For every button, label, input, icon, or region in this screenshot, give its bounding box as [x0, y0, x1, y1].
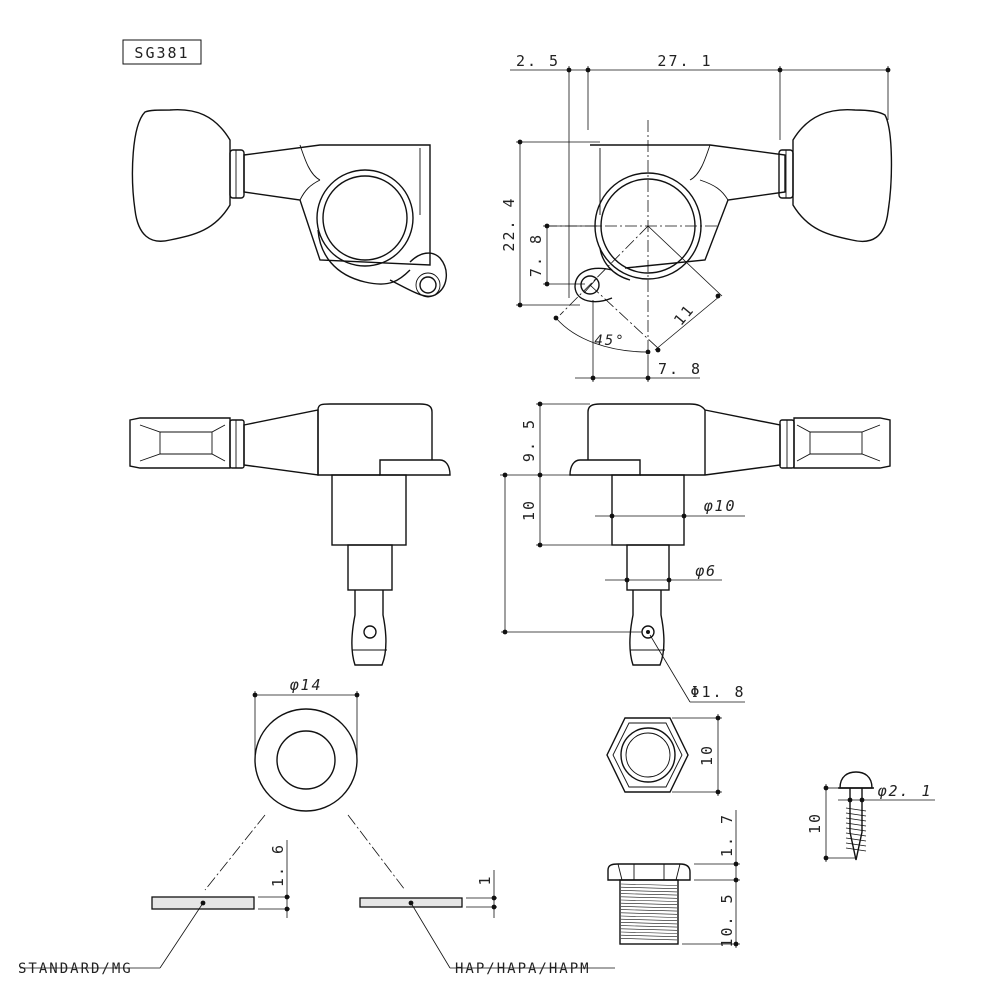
dim-1-7: 1. 7 — [718, 813, 736, 857]
side-view-right: 9. 5 10 φ10 φ6 Φ1. 8 — [500, 401, 891, 703]
dim-10-5: 10. 5 — [718, 892, 736, 947]
label-standard-mg: STANDARD/MG — [18, 961, 133, 977]
dim-phi10: φ10 — [703, 497, 736, 515]
dim-7-8-horizontal: 7. 8 — [658, 360, 702, 378]
screw-threads — [845, 807, 867, 852]
dim-11: 11 — [670, 301, 698, 329]
dim-Phi1-8: Φ1. 8 — [690, 683, 745, 701]
dim-10-post: 10 — [520, 499, 538, 521]
model-title: SG381 — [134, 44, 189, 62]
label-hap: HAP/HAPA/HAPM — [455, 961, 591, 977]
washer-view: φ14 STANDARD/MG 1. 6 HAP/HAPA/HAPM 1 — [18, 676, 615, 977]
dim-7-8-vertical: 7. 8 — [527, 233, 545, 277]
dim-1: 1 — [476, 874, 494, 885]
screw-view: 10 φ2. 1 — [806, 771, 935, 862]
nut-view: 10 1. 7 10. 5 — [606, 714, 740, 948]
dim-phi6: φ6 — [695, 562, 717, 580]
dim-9-5: 9. 5 — [520, 418, 538, 462]
dim-22-4: 22. 4 — [500, 196, 518, 251]
title-block: SG381 — [122, 39, 202, 65]
dim-10-nut: 10 — [698, 744, 716, 766]
dim-phi14: φ14 — [289, 676, 322, 694]
dim-10-screw: 10 — [806, 812, 824, 834]
bushing-threads — [620, 883, 678, 941]
front-view-right: 2. 5 27. 1 22. 4 7. 8 11 45° 7. 8 — [500, 52, 893, 382]
side-view-left — [129, 403, 451, 666]
dim-1-6: 1. 6 — [269, 843, 287, 887]
dim-2-5: 2. 5 — [516, 52, 560, 70]
dim-45deg: 45° — [594, 333, 625, 349]
dim-27-1: 27. 1 — [657, 52, 712, 70]
dim-phi2-1: φ2. 1 — [877, 782, 932, 800]
front-view-left — [131, 108, 447, 298]
